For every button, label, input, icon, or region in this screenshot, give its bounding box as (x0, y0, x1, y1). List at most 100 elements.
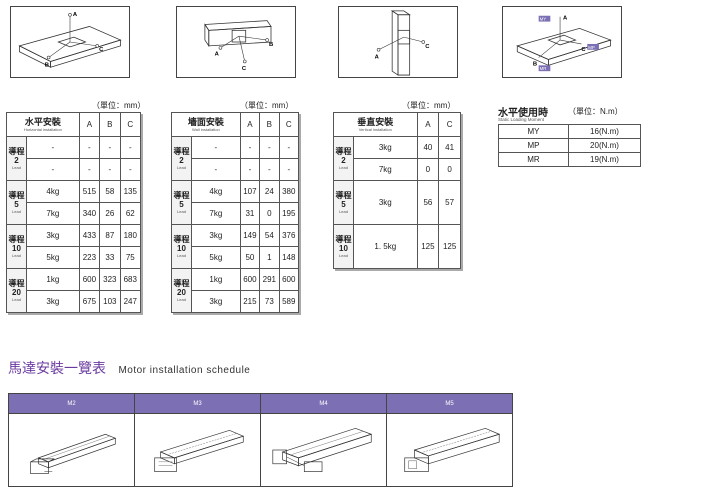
motor-drawing (154, 429, 245, 472)
table-cell: 1. 5kg (353, 224, 418, 269)
moment-label: MR (540, 66, 547, 71)
table-row: MY 16(N.m) (498, 124, 641, 139)
table-cell: 5kg (191, 246, 241, 269)
table-subtitle: Horizontal installation (23, 127, 62, 132)
table-cell: 73 (259, 290, 280, 313)
table-cell: 600 (78, 268, 101, 291)
table-cell: - (26, 158, 80, 181)
lead-label: 導程 (173, 234, 190, 244)
table-cell: 33 (99, 246, 121, 269)
lead-en: Lead (12, 208, 21, 214)
table-cell: - (26, 136, 80, 159)
table-cell: 7kg (353, 158, 418, 181)
table-cell: 135 (119, 180, 142, 203)
lead-en: Lead (177, 164, 186, 170)
table-cell: - (239, 158, 261, 181)
table-cell: 107 (239, 180, 261, 203)
table-cell: 4kg (191, 180, 241, 203)
table-cell: 600 (278, 268, 300, 291)
lead-en: Lead (177, 208, 186, 214)
table-cell: 5kg (26, 246, 80, 269)
table-cell: 41 (438, 136, 461, 159)
table-cell: 1kg (191, 268, 241, 291)
lead-number: 10 (339, 243, 348, 253)
table-cell: 56 (416, 180, 440, 225)
table-cell: 3kg (26, 224, 80, 247)
lead-number: 2 (14, 155, 19, 165)
moment-title: 水平使用時 (498, 108, 548, 119)
table-cell: 1kg (26, 268, 80, 291)
motor-title-zh: 馬達安裝一覽表 (8, 360, 106, 376)
table-subtitle: Wall installation (192, 127, 220, 132)
table-cell: - (259, 136, 280, 159)
table-cell: 323 (99, 268, 121, 291)
table-cell: 54 (259, 224, 280, 247)
table-cell: 0 (259, 202, 280, 225)
moment-table: MY 16(N.m) MP 20(N.m) MR 19(N.m) (498, 124, 641, 167)
table-row: 7kg 31 0 195 (172, 202, 300, 225)
column-header: A (239, 112, 261, 137)
column-header: A (78, 112, 101, 137)
table-cell: MR (498, 152, 569, 167)
diagram-moment: MY MP MR A B C (502, 6, 622, 78)
table-row: - - - - (7, 158, 142, 181)
diagram-vertical: A C (338, 6, 458, 78)
table-cell: 149 (239, 224, 261, 247)
table-cell: 4kg (26, 180, 80, 203)
table-cell: 16(N.m) (568, 124, 641, 139)
table-row: 3kg 675 103 247 (7, 290, 142, 313)
diagram-label: B (45, 62, 49, 68)
table-cell: 195 (278, 202, 300, 225)
lead-label: 導程 (8, 278, 25, 288)
lead-label: 導程 (173, 278, 190, 288)
lead-label: 導程 (335, 146, 352, 156)
diagram-label: A (563, 16, 568, 22)
table-subtitle: Vertical installation (358, 127, 392, 132)
table-cell: 24 (259, 180, 280, 203)
table-title: 水平安裝 (24, 117, 61, 127)
table-row: 3kg 215 73 589 (172, 290, 300, 313)
table-cell: 125 (438, 224, 461, 269)
table-cell: - (119, 136, 142, 159)
lead-number: 5 (179, 199, 184, 209)
motor-m2: M2 (8, 393, 135, 487)
lead-label: 導程 (8, 190, 25, 200)
column-header: C (278, 112, 300, 137)
unit-label: （單位：mm） (92, 101, 146, 110)
table-cell: 380 (278, 180, 300, 203)
table-cell: 3kg (191, 290, 241, 313)
table-cell: 340 (78, 202, 101, 225)
diagram-label: B (533, 61, 537, 67)
table-row: - - - - (172, 158, 300, 181)
table-cell: 148 (278, 246, 300, 269)
motor-m4: M4 (260, 393, 387, 487)
unit-label: （單位：mm） (240, 101, 294, 110)
lead-number: 2 (179, 155, 184, 165)
table-row: 5kg 223 33 75 (7, 246, 142, 269)
motor-label: M5 (387, 394, 512, 414)
table-cell: - (239, 136, 261, 159)
table-cell: 75 (119, 246, 142, 269)
table-cell: - (278, 136, 300, 159)
unit-label: （單位：mm） (402, 101, 456, 110)
table-title: 垂直安裝 (357, 117, 394, 127)
table-cell: 3kg (353, 180, 418, 225)
moment-unit: （單位：N.m） (568, 107, 623, 116)
motor-drawing (404, 427, 501, 472)
table-cell: - (119, 158, 142, 181)
table-cell: 40 (416, 136, 440, 159)
lead-label: 導程 (8, 234, 25, 244)
table-row: MR 19(N.m) (498, 152, 641, 167)
table-cell: - (278, 158, 300, 181)
lead-en: Lead (339, 208, 348, 214)
table-cell: 291 (259, 268, 280, 291)
diagram-label: A (375, 55, 380, 61)
diagram-label: B (269, 42, 273, 48)
